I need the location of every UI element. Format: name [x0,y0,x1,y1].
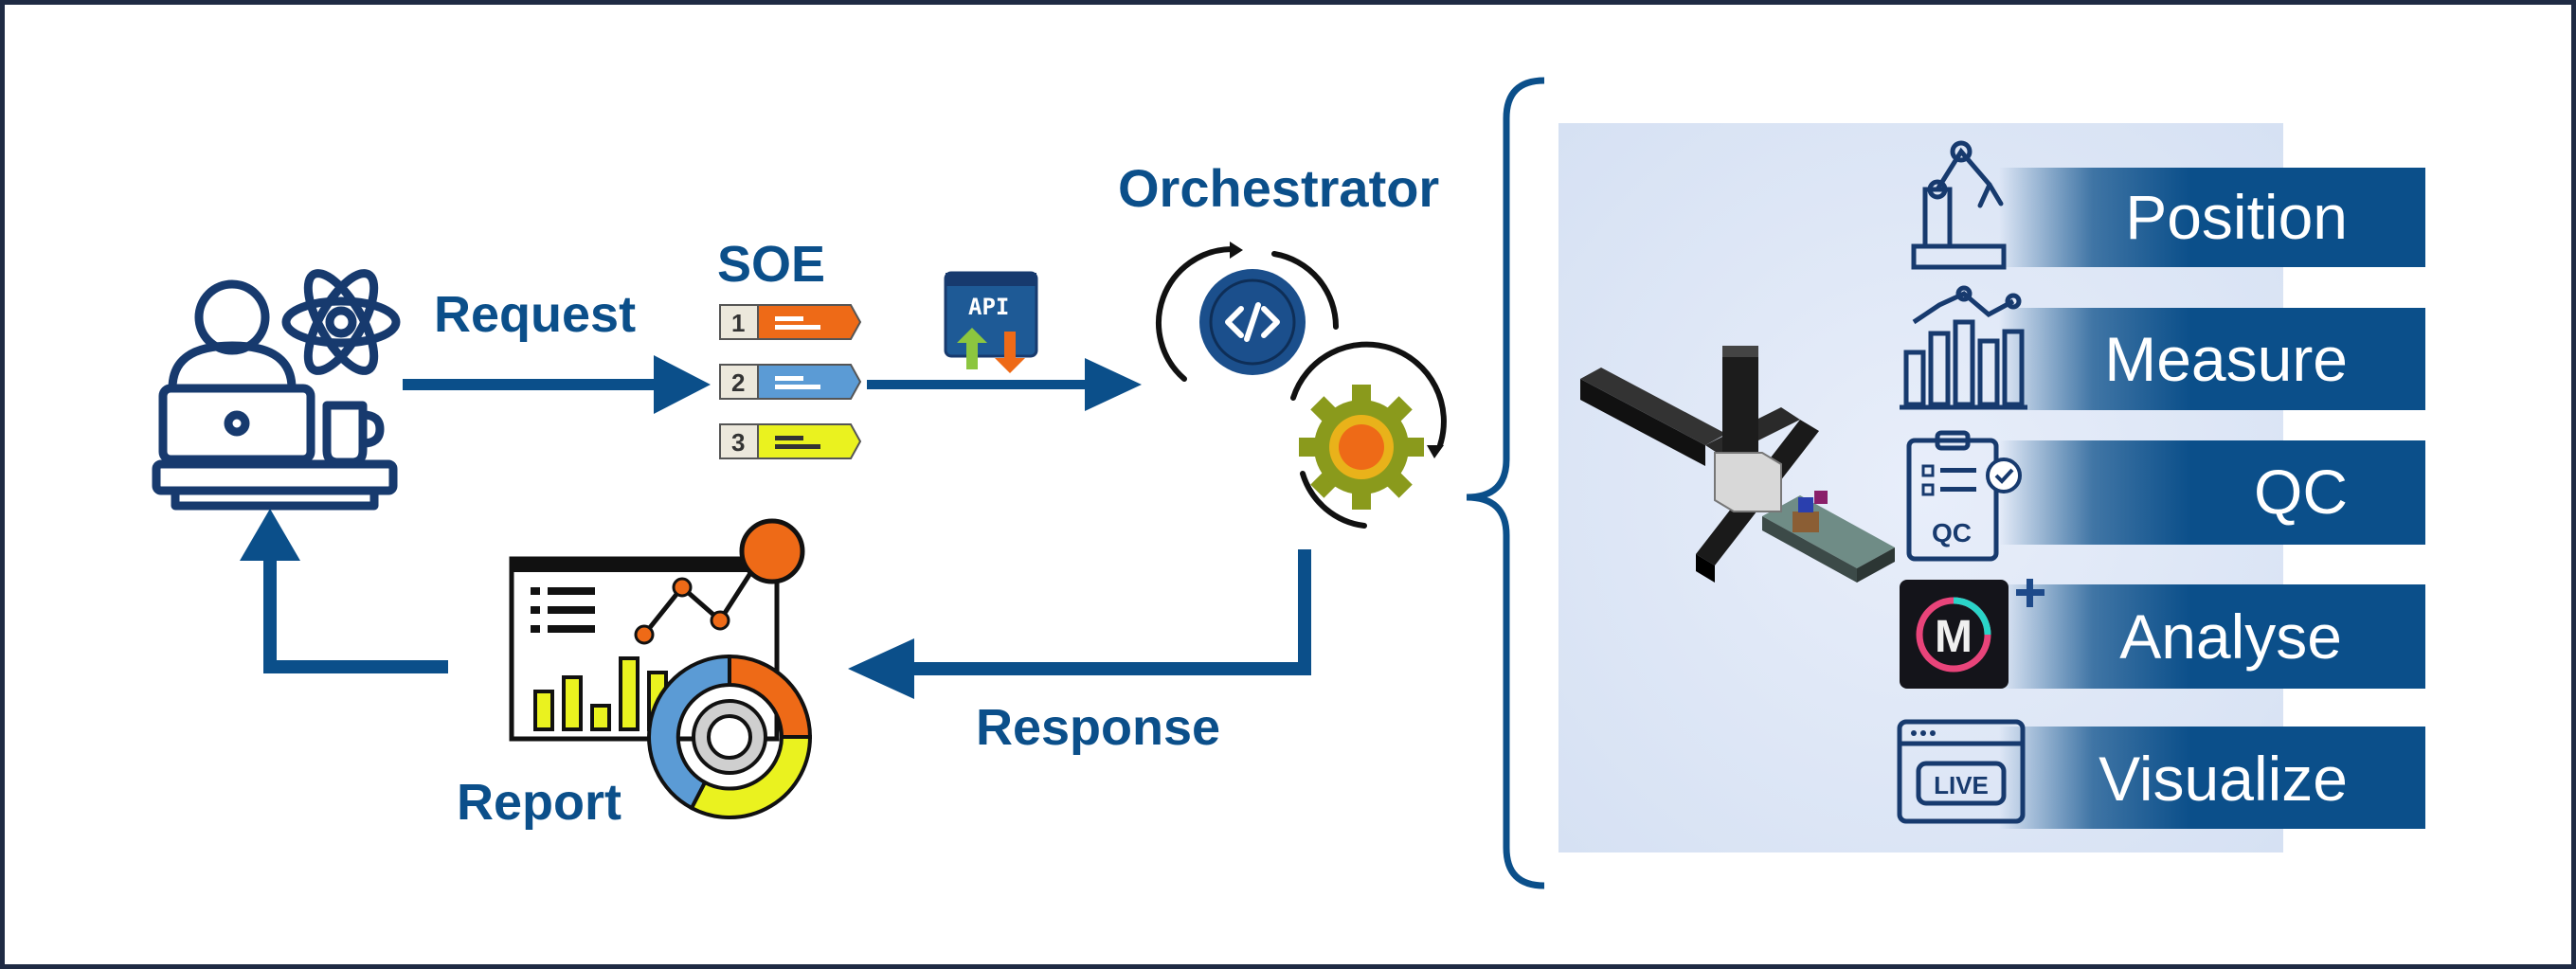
xyz-stage-instrument [1580,346,1895,583]
soe-list-icon: 1 2 3 [719,304,862,459]
capability-qc: QC QC [1906,430,2425,562]
capability-qc-label: QC [2254,457,2348,527]
live-window-icon: LIVE [1897,719,2026,824]
api-arrow [867,358,1142,411]
request-label: Request [434,286,636,343]
return-arrow [240,509,448,673]
capability-analyse: Analyse M [1900,579,2425,689]
capability-visualize: Visualize LIVE [1897,719,2425,829]
capabilities-brace [1466,77,1545,889]
response-label: Response [976,699,1220,756]
capability-measure: Measure [1900,285,2425,410]
robot-arm-icon [1911,140,2007,270]
svg-text:LIVE: LIVE [1934,771,1989,799]
svg-text:1: 1 [731,309,745,337]
soe-item-2: 2 [719,364,862,400]
capability-position-label: Position [2125,182,2348,252]
measure-chart-icon [1900,285,2027,410]
report-dashboard-icon [509,518,813,819]
request-arrow [403,355,711,414]
qc-clipboard-icon: QC [1906,430,2022,562]
capability-measure-label: Measure [2104,324,2348,394]
svg-text:M: M [1935,612,1973,662]
analyse-m-logo-icon: M [1900,579,2045,689]
capability-visualize-label: Visualize [2099,744,2348,814]
scientist-laptop-icon [152,269,401,511]
soe-label: SOE [717,236,825,293]
svg-text:API: API [968,294,1009,320]
response-arrow [848,549,1311,699]
svg-text:3: 3 [731,428,745,457]
svg-text:2: 2 [731,368,745,397]
orchestrator-label: Orchestrator [1118,158,1439,218]
soe-item-3: 3 [719,423,862,459]
api-icon: API [944,271,1038,373]
svg-text:QC: QC [1932,518,1972,547]
capability-position: Position [1911,140,2425,270]
capability-analyse-label: Analyse [2119,601,2342,672]
soe-item-1: 1 [719,304,862,340]
report-label: Report [457,774,621,831]
orchestrator-icon [1156,242,1447,529]
